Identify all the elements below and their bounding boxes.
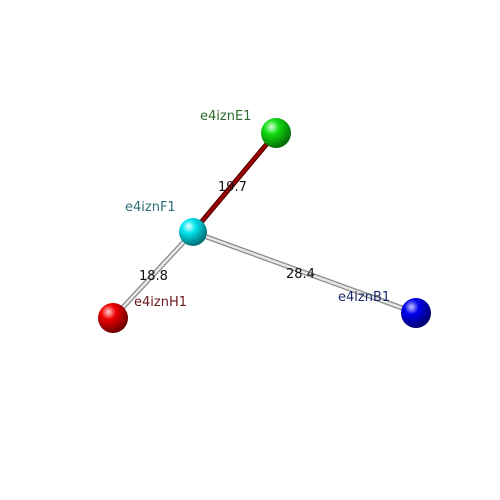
edge-f1-e1 <box>190 130 279 235</box>
node-label-f1: e4iznF1 <box>125 200 176 215</box>
node-e1 <box>261 118 291 148</box>
edge-label-f1-e1: 19.7 <box>218 180 247 195</box>
edge-label-f1-b1: 28.4 <box>286 267 315 282</box>
edge-label-f1-h1: 18.8 <box>139 269 168 284</box>
edge-f1-b1 <box>190 229 419 316</box>
node-label-e1: e4iznE1 <box>200 109 251 124</box>
node-label-h1: e4iznH1 <box>134 295 187 310</box>
node-b1 <box>401 298 431 328</box>
node-h1 <box>98 303 128 333</box>
edge-f1-h1 <box>110 229 196 321</box>
node-label-b1: e4iznB1 <box>338 290 390 305</box>
node-f1 <box>179 218 207 246</box>
